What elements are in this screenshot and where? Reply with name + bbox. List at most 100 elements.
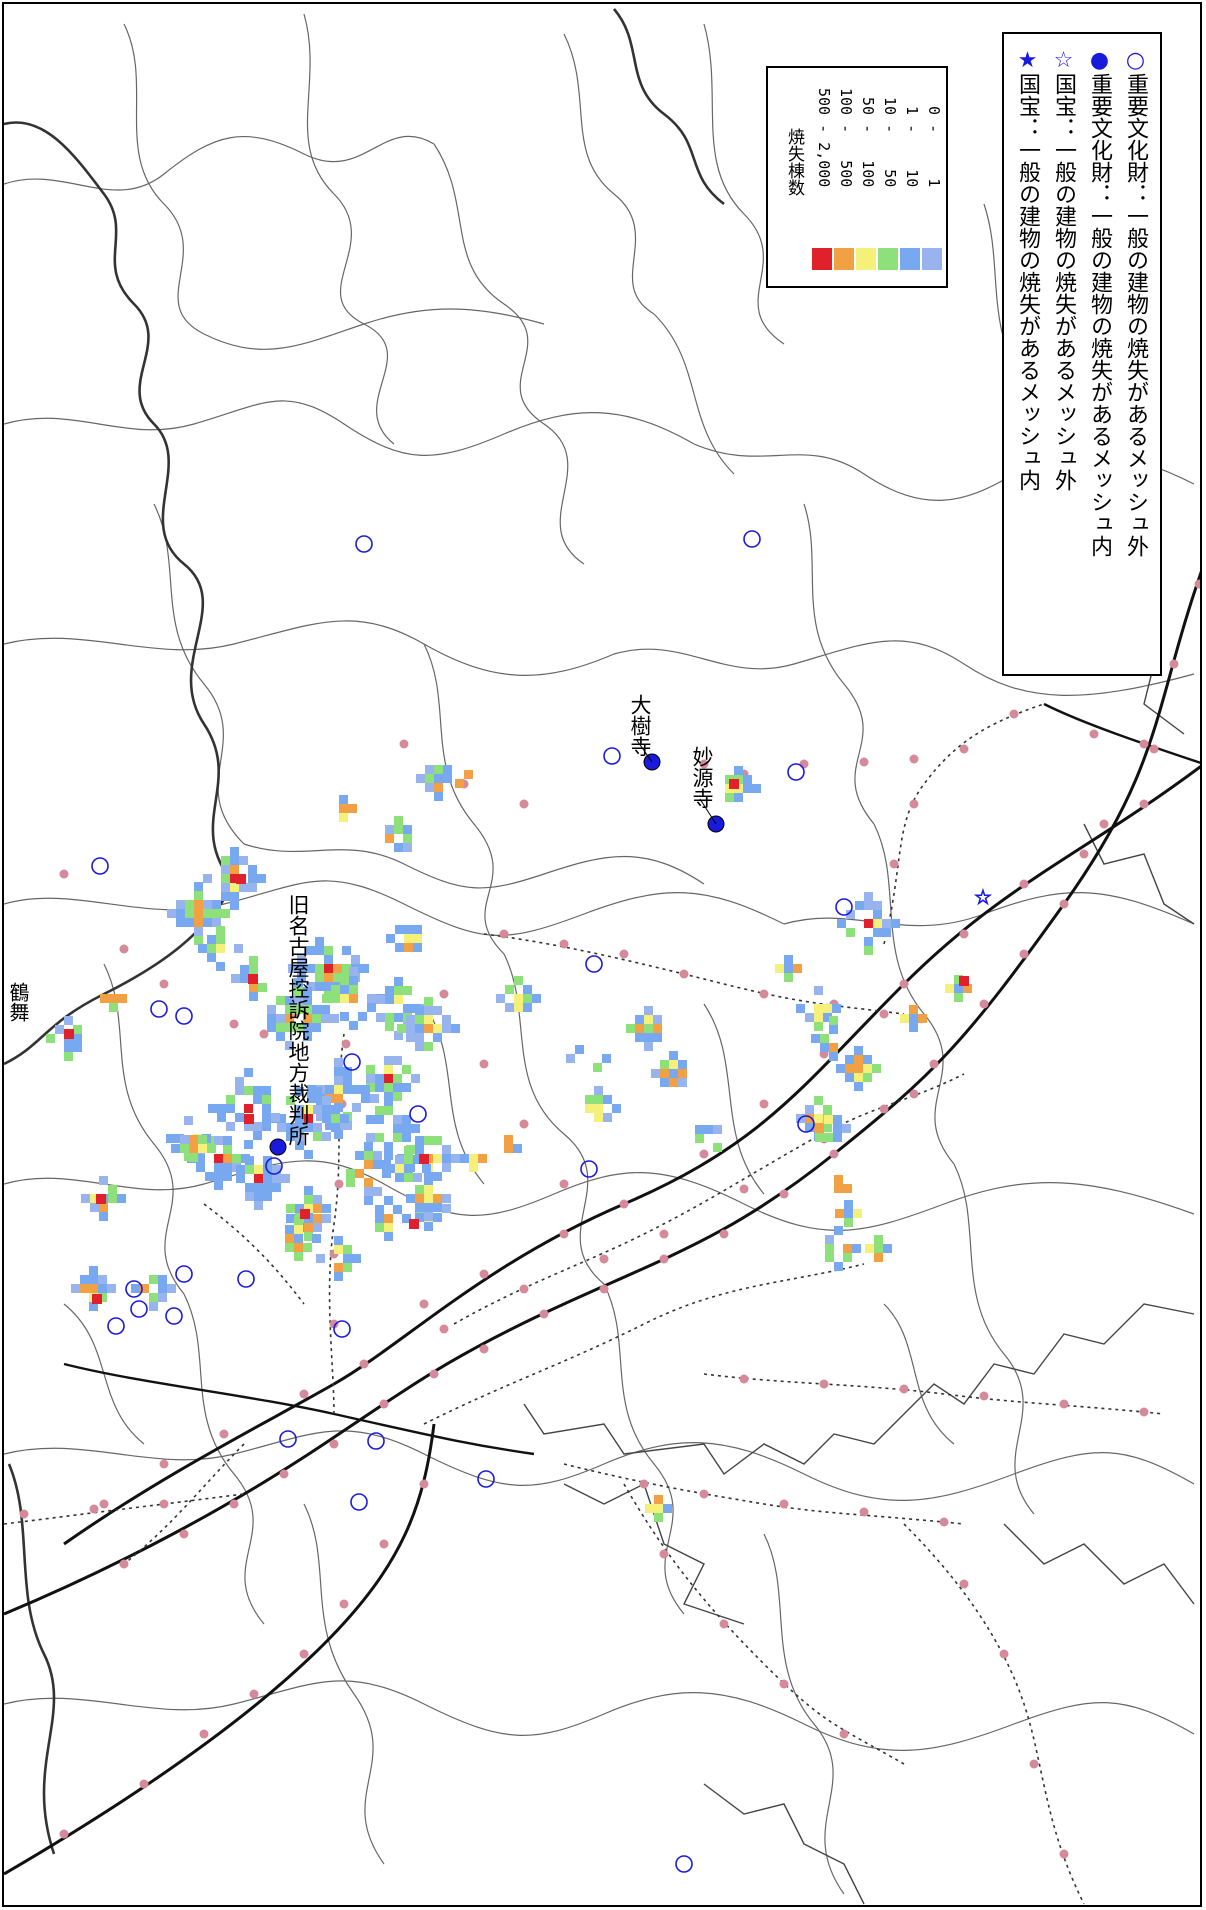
heritage-marker-open-circle[interactable] (350, 1493, 368, 1511)
mesh-cell (394, 1013, 403, 1022)
station-dot (379, 1539, 389, 1549)
mesh-cell (514, 1003, 523, 1012)
heritage-marker-open-circle[interactable] (675, 1855, 693, 1873)
heritage-marker-open-circle[interactable] (743, 530, 761, 548)
heritage-marker-open-circle[interactable] (107, 1317, 125, 1335)
mesh-cell (313, 1223, 322, 1232)
mesh-cell (286, 1214, 295, 1223)
mesh-cell (349, 1021, 358, 1030)
heritage-marker-open-circle[interactable] (333, 1320, 351, 1338)
mesh-cell (653, 1033, 662, 1042)
mesh-cell (814, 1022, 823, 1031)
mesh-cell (330, 1014, 339, 1023)
mesh-cell (286, 1204, 295, 1213)
heritage-marker-open-circle[interactable] (603, 747, 621, 765)
mesh-cell (844, 1209, 853, 1218)
coastline (523, 623, 1195, 1905)
railway-stations (19, 579, 1200, 1859)
mesh-cell (375, 1106, 384, 1115)
heritage-marker-open-circle[interactable] (477, 1470, 495, 1488)
mesh-cell (185, 900, 194, 909)
mesh-cell (825, 1244, 834, 1253)
mesh-cell (285, 1005, 294, 1014)
mesh-cell (394, 816, 403, 825)
heritage-marker-open-circle[interactable] (175, 1007, 193, 1025)
mesh-cell (253, 1122, 262, 1131)
mesh-cell (223, 1172, 232, 1181)
mesh-cell-hotspot (409, 1219, 419, 1229)
heritage-marker-open-circle[interactable] (279, 1430, 297, 1448)
national-treasure-star-outside[interactable]: ☆ (974, 885, 993, 910)
station-dot (1099, 819, 1109, 829)
station-dot (439, 989, 449, 999)
mesh-cell (874, 1253, 883, 1262)
mesh-cell (316, 1254, 325, 1263)
heritage-marker-open-circle[interactable] (175, 1265, 193, 1283)
mesh-cell (394, 995, 403, 1004)
mesh-cell (189, 1144, 198, 1153)
mesh-cell (194, 882, 203, 891)
mesh-cell (294, 1243, 303, 1252)
mesh-cell (833, 1124, 842, 1133)
station-dot (229, 1019, 239, 1029)
mesh-cell (262, 1086, 271, 1095)
mesh-cell (523, 994, 532, 1003)
heritage-marker-open-circle[interactable] (585, 955, 603, 973)
mesh-cell (285, 1243, 294, 1252)
mesh-cell (334, 1067, 343, 1076)
station-dot (779, 1189, 789, 1199)
mesh-cell (349, 985, 358, 994)
heritage-marker-open-circle[interactable] (237, 1270, 255, 1288)
station-dot (139, 1779, 149, 1789)
mesh-cell (272, 1183, 281, 1192)
mesh-cell (226, 1122, 235, 1131)
mesh-cell (303, 1005, 312, 1014)
station-dot (889, 859, 899, 869)
heritage-marker-open-circle[interactable] (835, 898, 853, 916)
mesh-cell (424, 1136, 433, 1145)
heritage-marker-open-circle[interactable] (165, 1307, 183, 1325)
mesh-cell-hotspot (64, 1029, 74, 1039)
mesh-cell (221, 865, 230, 874)
mesh-cell (248, 865, 257, 874)
mesh-cell (811, 1034, 820, 1043)
mesh-cell (343, 1076, 352, 1085)
mesh-cell (223, 1145, 232, 1154)
heritage-marker-nagoya-court[interactable] (269, 1138, 287, 1156)
station-dot (909, 754, 919, 764)
mesh-cell (909, 1014, 918, 1023)
heritage-marker-open-circle[interactable] (125, 1280, 143, 1298)
mesh-cell (678, 1060, 687, 1069)
heritage-marker-open-circle[interactable] (797, 1115, 815, 1133)
mesh-cell (954, 993, 963, 1002)
heritage-marker-open-circle[interactable] (265, 1157, 283, 1175)
heritage-marker-open-circle[interactable] (355, 535, 373, 553)
mesh-cell (249, 956, 258, 965)
station-dot (819, 1379, 829, 1389)
heritage-marker-open-circle[interactable] (367, 1432, 385, 1450)
mesh-cell (603, 1095, 612, 1104)
mesh-cell (660, 1060, 669, 1069)
mesh-cell (367, 1003, 376, 1012)
heritage-marker-open-circle[interactable] (787, 763, 805, 781)
mesh-cell (873, 928, 882, 937)
heritage-marker-open-circle[interactable] (130, 1300, 148, 1318)
mesh-cell (375, 1223, 384, 1232)
heritage-marker-open-circle[interactable] (91, 857, 109, 875)
station-dot (1019, 949, 1029, 959)
mesh-cell (149, 1302, 158, 1311)
mesh-cell (346, 1178, 355, 1187)
mesh-cell (424, 1015, 433, 1024)
heritage-marker-open-circle[interactable] (409, 1105, 427, 1123)
mesh-cell (364, 1178, 373, 1187)
mesh-cell (370, 1094, 379, 1103)
mesh-cell (313, 1087, 322, 1096)
mesh-cell (295, 1141, 304, 1150)
heritage-marker-open-circle[interactable] (150, 1000, 168, 1018)
mesh-cell (244, 1104, 253, 1113)
heritage-marker-open-circle[interactable] (580, 1160, 598, 1178)
heritage-marker-open-circle[interactable] (343, 1053, 361, 1071)
mesh-cell (594, 1113, 603, 1122)
station-dot (1089, 729, 1099, 739)
map-canvas[interactable]: ☆ 大樹寺 妙源寺 旧名古屋控訴院地方裁判所 鶴舞 (4, 4, 1202, 1907)
